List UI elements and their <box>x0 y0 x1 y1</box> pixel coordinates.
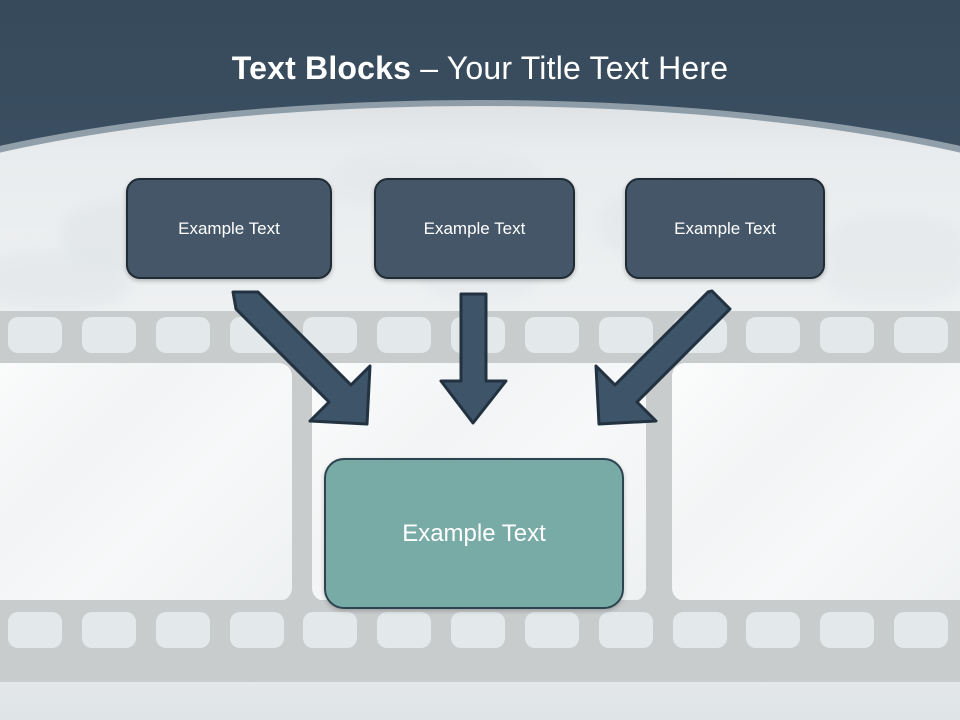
title-strong: Text Blocks <box>231 50 412 86</box>
sprocket-hole <box>82 612 136 648</box>
sprocket-row-bottom <box>0 612 960 652</box>
sprocket-hole <box>525 317 579 353</box>
result-box[interactable]: Example Text <box>324 458 624 609</box>
slide-title: Text Blocks – Your Title Text Here <box>0 50 960 87</box>
source-box-2-label: Example Text <box>423 218 526 238</box>
sprocket-hole <box>377 612 431 648</box>
source-box-3-label: Example Text <box>674 218 776 238</box>
sprocket-hole <box>746 317 800 353</box>
result-box-label: Example Text <box>402 519 546 547</box>
sprocket-hole <box>525 612 579 648</box>
sprocket-hole <box>230 612 284 648</box>
sprocket-hole <box>599 317 653 353</box>
title-separator: – <box>411 50 447 86</box>
sprocket-hole <box>8 612 62 648</box>
sprocket-hole <box>451 612 505 648</box>
sprocket-hole <box>894 612 948 648</box>
below-filmstrip-strip <box>0 682 960 720</box>
sprocket-hole <box>303 612 357 648</box>
sprocket-hole <box>451 317 505 353</box>
film-frame <box>0 363 292 601</box>
sprocket-hole <box>377 317 431 353</box>
sprocket-hole <box>673 317 727 353</box>
sprocket-hole <box>8 317 62 353</box>
sprocket-row-top <box>0 317 960 357</box>
texture-blotch <box>0 250 130 310</box>
source-box-1-label: Example Text <box>178 218 280 238</box>
sprocket-hole <box>82 317 136 353</box>
sprocket-hole <box>156 612 210 648</box>
sprocket-hole <box>156 317 210 353</box>
source-box-1[interactable]: Example Text <box>126 178 332 279</box>
source-box-3[interactable]: Example Text <box>625 178 825 279</box>
sprocket-hole <box>230 317 284 353</box>
sprocket-hole <box>303 317 357 353</box>
sprocket-hole <box>820 317 874 353</box>
sprocket-hole <box>894 317 948 353</box>
sprocket-hole <box>820 612 874 648</box>
source-box-2[interactable]: Example Text <box>374 178 575 279</box>
sprocket-hole <box>746 612 800 648</box>
title-light: Your Title Text Here <box>446 50 729 86</box>
sprocket-hole <box>673 612 727 648</box>
sprocket-hole <box>599 612 653 648</box>
film-frame <box>672 363 960 601</box>
texture-blotch <box>820 215 960 305</box>
